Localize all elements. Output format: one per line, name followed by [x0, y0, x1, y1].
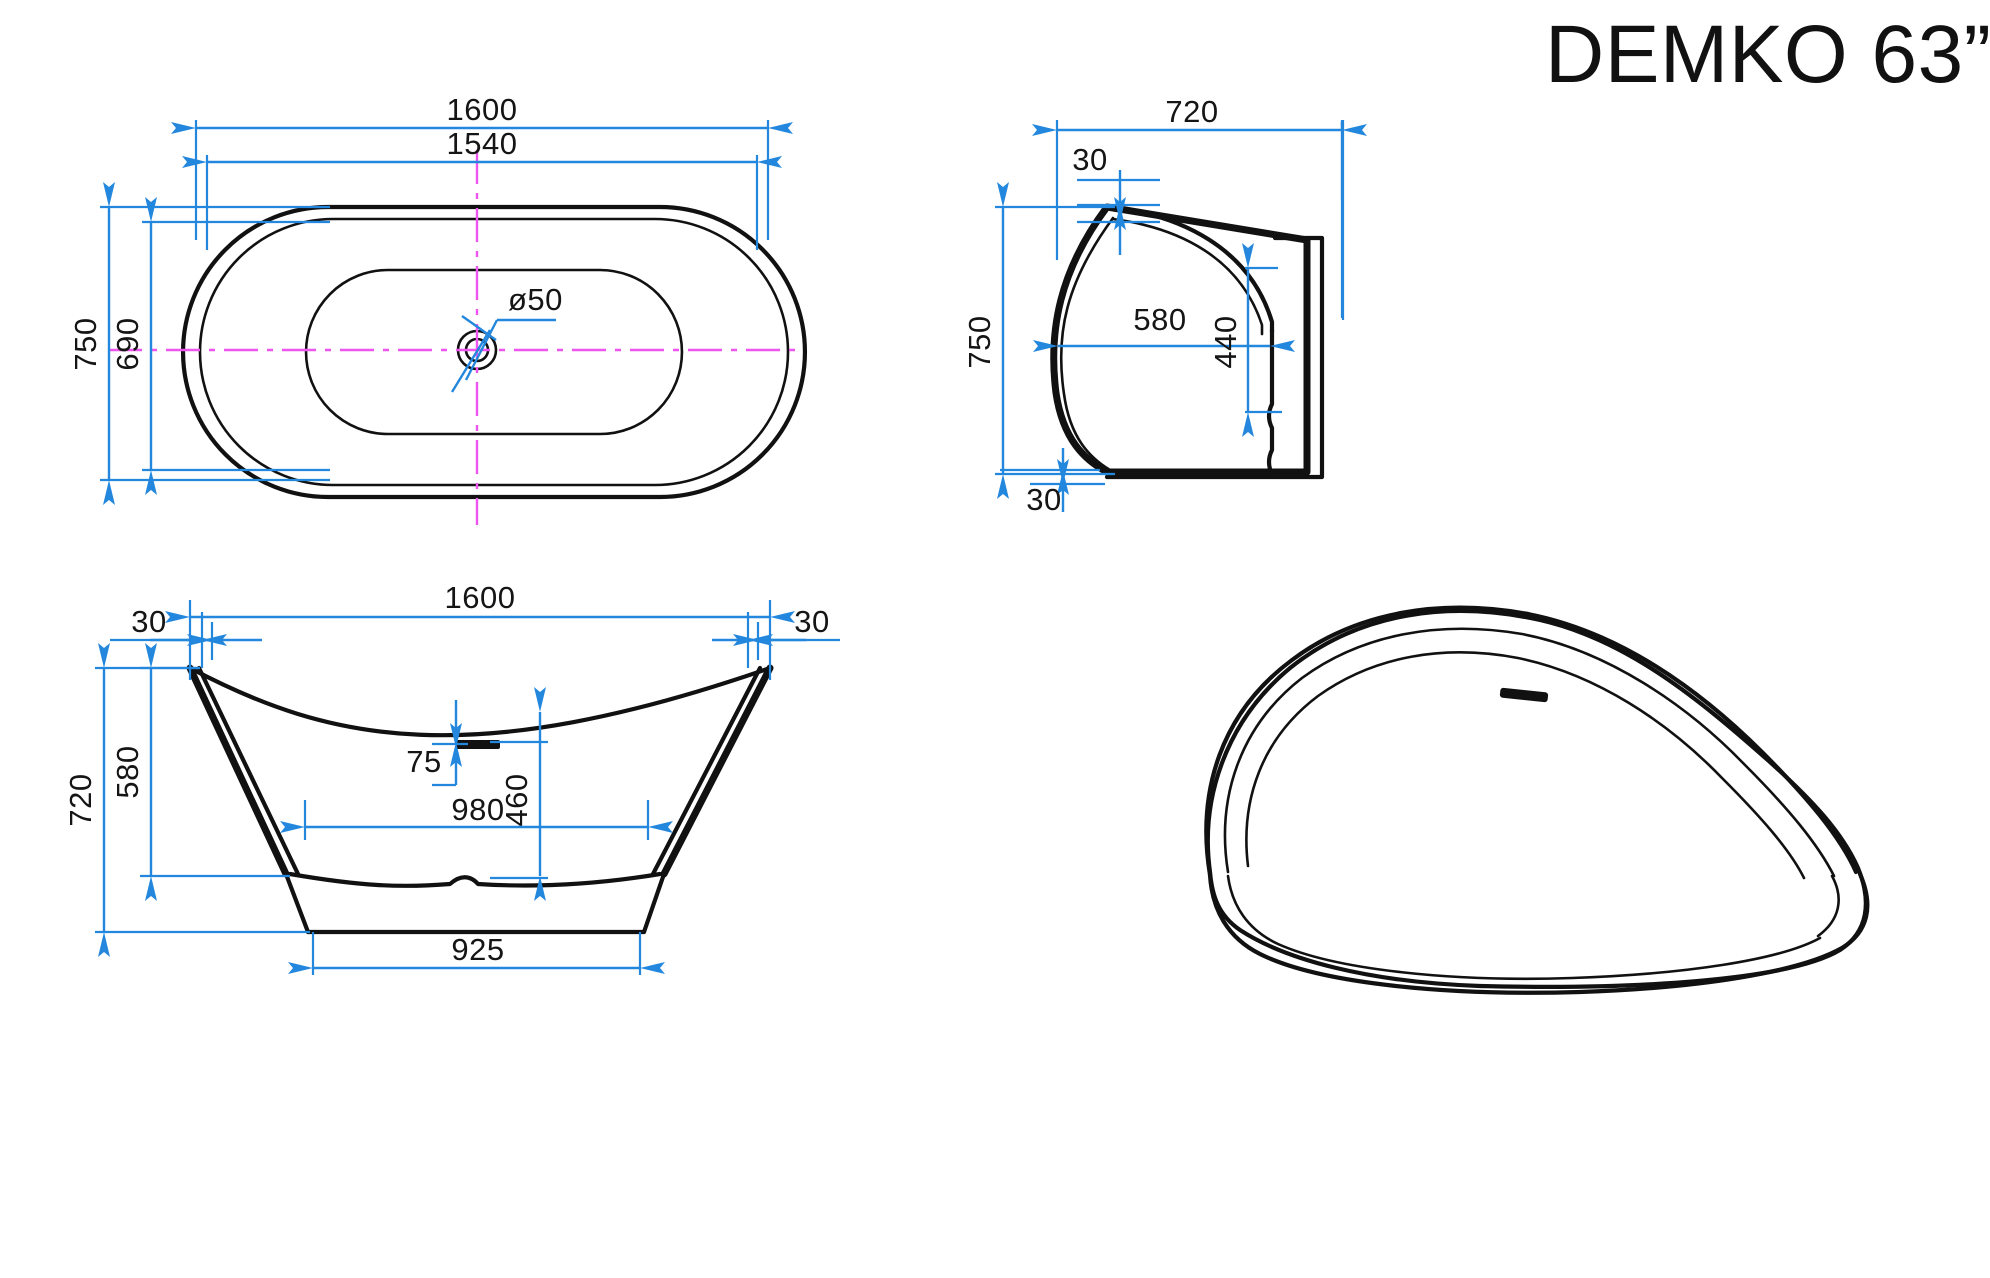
dim-drain-diameter: ø50	[508, 282, 563, 317]
persp-back-rim-upper	[1525, 611, 1859, 875]
leader-diameter-line	[464, 319, 499, 381]
dim-end-height: 750	[962, 315, 997, 368]
end-outer-left-curve	[1050, 204, 1110, 476]
page-title: DEMKO 63”	[1545, 9, 1990, 100]
dim-base-length: 925	[451, 932, 504, 967]
dim-overall-length: 1600	[447, 92, 518, 127]
dim-overall-height: 720	[63, 773, 98, 826]
front-skirt-left	[283, 871, 311, 935]
persp-basin-opening	[1245, 651, 1806, 880]
dim-right-wall-thickness: 30	[794, 604, 829, 639]
view-perspective	[1204, 605, 1870, 995]
persp-outer-body	[1205, 608, 1868, 989]
overflow-slot	[456, 740, 500, 749]
end-right-edge	[1266, 327, 1275, 477]
dim-front-length: 1600	[445, 580, 516, 615]
end-outer-profile	[1050, 203, 1311, 476]
tub-basin-outline	[304, 268, 684, 436]
front-skirt-right	[641, 871, 667, 935]
dim-inner-length: 1540	[447, 126, 518, 161]
dim-overflow-offset: 75	[406, 744, 441, 779]
persp-rim-inner	[1223, 627, 1836, 878]
leader-diameter-tick2	[461, 315, 497, 341]
persp-bottom-outline	[1207, 871, 1870, 995]
end-top-rim	[1104, 204, 1275, 335]
tub-outer-rim	[180, 204, 808, 500]
end-top-rim-inner	[1111, 217, 1264, 336]
dim-top-rim-thickness: 30	[1072, 142, 1107, 177]
end-inner-left-curve	[1059, 216, 1115, 472]
dim-inner-height: 580	[110, 745, 145, 798]
view-end-elevation: 720 30 750 580 440	[962, 94, 1367, 517]
view-front-elevation: 1600 30 30 720 580	[63, 580, 840, 975]
dim-left-wall-thickness: 30	[131, 604, 166, 639]
end-back-slab	[1104, 235, 1325, 480]
front-right-wall	[660, 664, 774, 878]
front-top-rim	[187, 665, 773, 738]
persp-bottom-inner	[1226, 874, 1822, 981]
dim-bottom-rim-thickness: 30	[1026, 482, 1061, 517]
front-left-wall	[186, 664, 290, 878]
dim-overall-width: 750	[68, 317, 103, 370]
front-left-wall-inner	[196, 665, 301, 877]
leader-diameter-tick	[450, 329, 492, 393]
dim-inner-end-width: 580	[1133, 302, 1186, 337]
dim-basin-length: 980	[451, 792, 504, 827]
view-top-plan: 1600 1540 750 690 ø50	[68, 92, 808, 525]
dim-basin-depth: 460	[499, 773, 534, 826]
front-right-wall-inner	[650, 665, 763, 877]
dim-inner-width: 690	[110, 317, 145, 370]
dim-end-width: 720	[1165, 94, 1218, 129]
persp-rear-shell-edge	[1816, 874, 1840, 938]
tub-rim-inner-edge	[198, 217, 790, 487]
front-basin-bottom	[287, 871, 663, 888]
dim-inner-end-height: 440	[1208, 315, 1243, 368]
persp-left-outer	[1204, 605, 1531, 878]
persp-overflow-slot	[1499, 687, 1549, 703]
